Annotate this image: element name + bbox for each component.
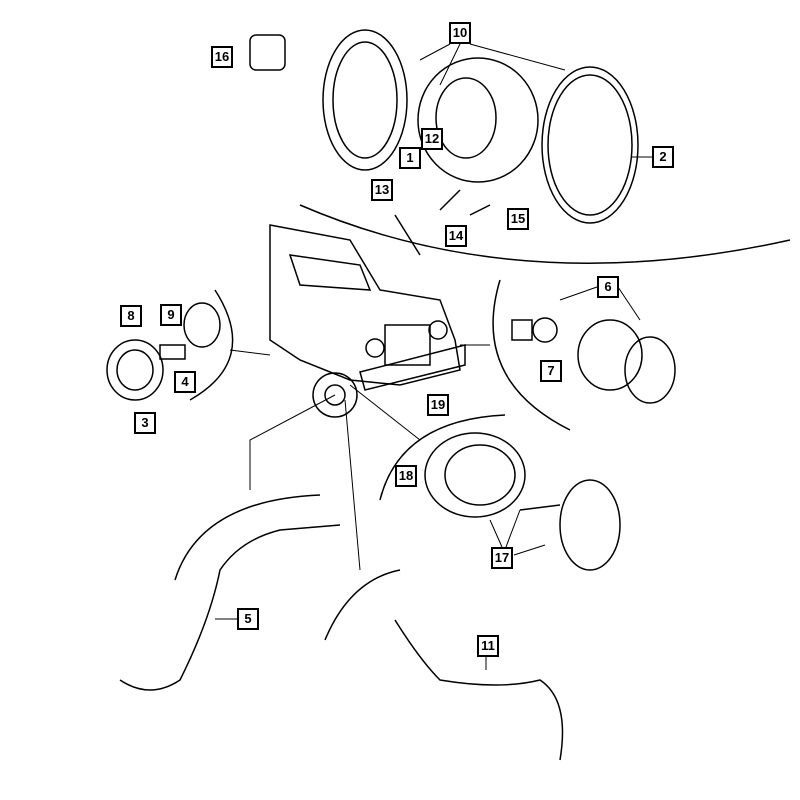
turn-lamp-parts xyxy=(106,302,221,401)
callout-3: 3 xyxy=(134,412,156,434)
callout-16: 16 xyxy=(211,46,233,68)
callout-1: 1 xyxy=(399,147,421,169)
leader-lines xyxy=(215,43,652,670)
callout-7: 7 xyxy=(540,360,562,382)
callout-18: 18 xyxy=(395,465,417,487)
callout-8: 8 xyxy=(120,305,142,327)
fog-lamp-parts xyxy=(424,432,621,571)
vehicle-front xyxy=(269,224,466,418)
callout-19: 19 xyxy=(427,394,449,416)
callout-9: 9 xyxy=(160,304,182,326)
section-arc-harness-left xyxy=(174,494,321,581)
callout-4: 4 xyxy=(174,371,196,393)
callout-2: 2 xyxy=(652,146,674,168)
callout-11: 11 xyxy=(477,635,499,657)
harness-right xyxy=(394,619,564,761)
callout-6: 6 xyxy=(597,276,619,298)
section-arc-left xyxy=(189,289,234,401)
park-lamp-parts xyxy=(511,317,676,404)
section-arc-right xyxy=(492,279,571,431)
section-arc-fog xyxy=(379,414,506,501)
callout-5: 5 xyxy=(237,608,259,630)
headlamp-assembly xyxy=(249,29,639,256)
section-arc-harness-right xyxy=(324,569,401,641)
harness-left xyxy=(119,524,341,691)
callout-17: 17 xyxy=(491,547,513,569)
callout-14: 14 xyxy=(445,225,467,247)
callout-15: 15 xyxy=(507,208,529,230)
callout-10: 10 xyxy=(449,22,471,44)
callout-13: 13 xyxy=(371,179,393,201)
section-arc-top xyxy=(299,204,791,264)
callout-12: 12 xyxy=(421,128,443,150)
